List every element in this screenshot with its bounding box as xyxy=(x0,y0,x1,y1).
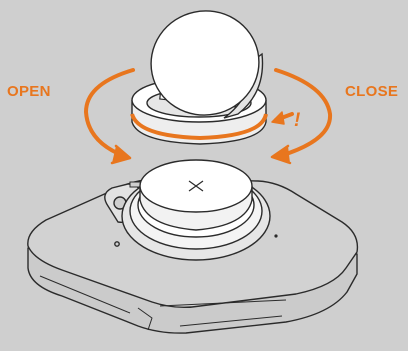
open-arrow-icon xyxy=(84,68,135,165)
gasket-pointer-arrow-icon: ! xyxy=(271,110,300,131)
lifted-coin-battery xyxy=(150,10,264,119)
close-arrow-icon xyxy=(270,68,333,165)
orange-gasket xyxy=(130,113,268,141)
open-label: OPEN xyxy=(7,83,51,100)
coin-battery xyxy=(139,159,253,231)
plus-sign-icon xyxy=(188,180,204,192)
warning-mark: ! xyxy=(294,110,300,131)
device-housing xyxy=(27,178,359,334)
close-label: CLOSE xyxy=(345,83,399,100)
